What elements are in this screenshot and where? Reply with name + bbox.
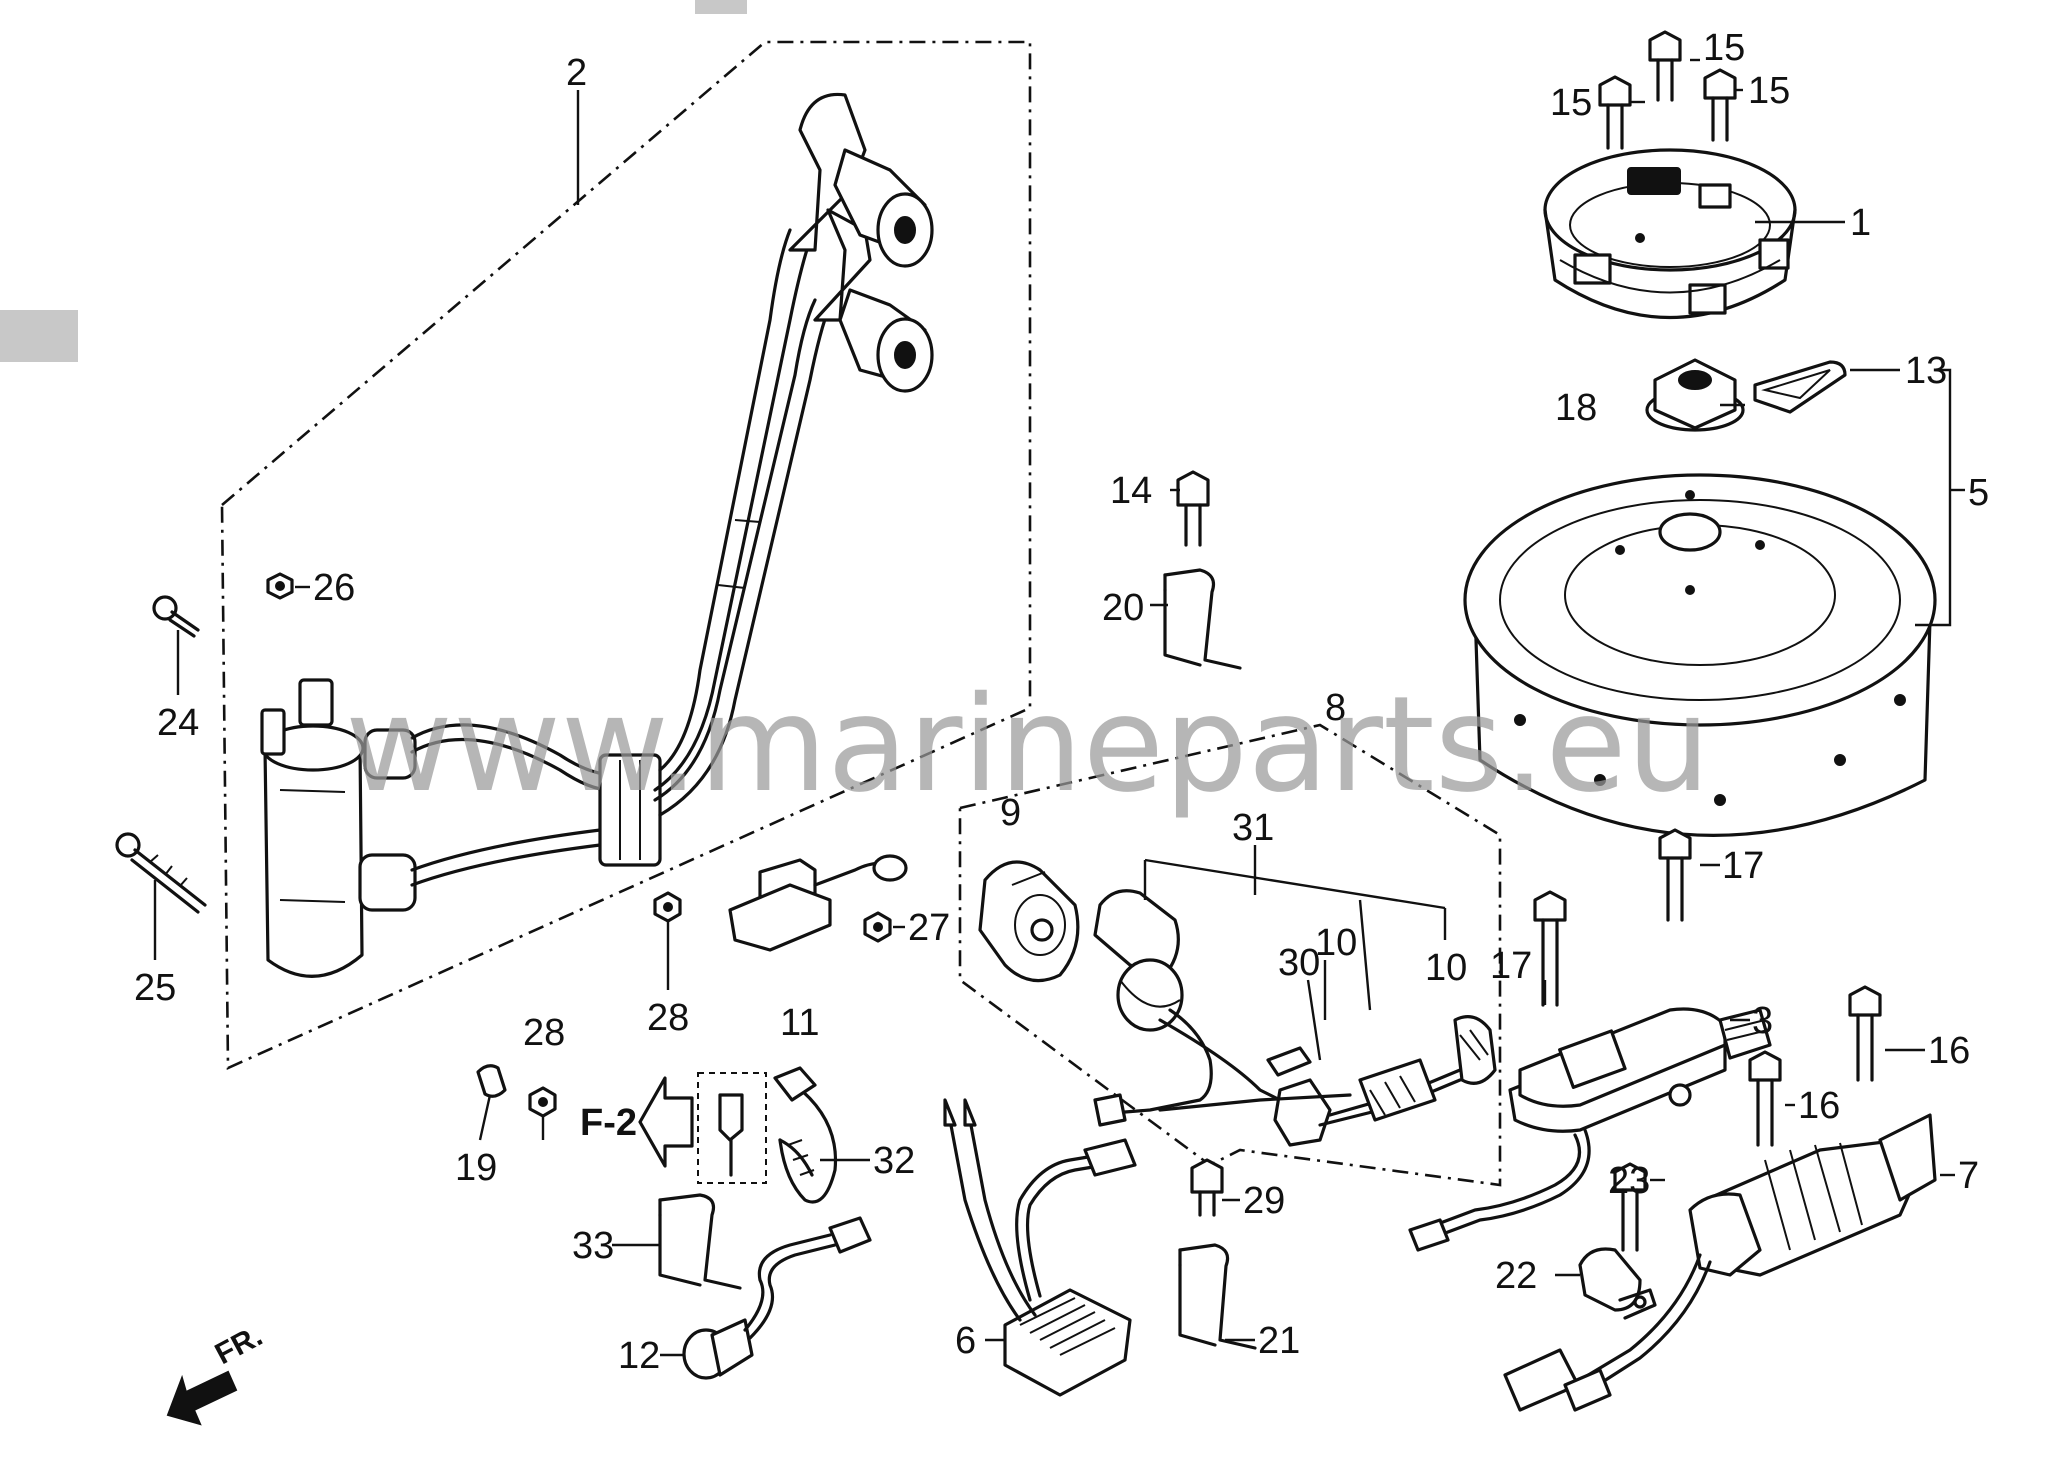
bolt-23[interactable] <box>1613 1162 1647 1252</box>
callout-31: 31 <box>1232 807 1274 849</box>
key-13[interactable] <box>1753 360 1847 414</box>
nut-28-upper[interactable] <box>653 891 682 923</box>
callout-29: 29 <box>1243 1180 1285 1222</box>
callout-8: 8 <box>1325 687 1346 729</box>
callout-1: 1 <box>1850 202 1871 244</box>
bolt-16-lower[interactable] <box>1748 1050 1782 1147</box>
callout-33: 33 <box>572 1225 614 1267</box>
flywheel-5[interactable] <box>1463 473 1937 837</box>
charge-coil-7[interactable] <box>1503 1113 1937 1412</box>
nut-28-lower[interactable] <box>528 1086 557 1118</box>
ignition-coil-group-frame <box>220 40 1032 1070</box>
bolt-25[interactable] <box>115 832 207 914</box>
callout-10-right: 10 <box>1425 947 1467 989</box>
callout-21: 21 <box>1258 1320 1300 1362</box>
bolt-16-upper[interactable] <box>1848 985 1882 1082</box>
grommet-9[interactable] <box>978 860 1080 983</box>
connector-11[interactable] <box>728 854 908 952</box>
callout-15-left: 15 <box>1550 82 1592 124</box>
callout-14: 14 <box>1110 470 1152 512</box>
nut-26[interactable] <box>266 572 294 600</box>
callout-32: 32 <box>873 1140 915 1182</box>
cdi-unit-3[interactable] <box>1408 1007 1772 1252</box>
callout-numbers: 2 1 15 15 15 18 13 5 14 20 26 24 25 28 2… <box>134 27 1989 1377</box>
callout-24: 24 <box>157 702 199 744</box>
callout-22: 22 <box>1495 1255 1537 1297</box>
callout-17-lower: 17 <box>1490 945 1532 987</box>
front-direction-arrow: FR. <box>166 1319 268 1426</box>
gray-top-block <box>695 0 747 14</box>
bolt-15-top[interactable] <box>1648 30 1682 102</box>
clamp-20[interactable] <box>1163 568 1242 670</box>
pulser-assembly-31[interactable] <box>1093 889 1497 1147</box>
callout-7: 7 <box>1958 1155 1979 1197</box>
callout-18: 18 <box>1555 387 1597 429</box>
callout-2: 2 <box>566 52 587 94</box>
callout-13: 13 <box>1905 350 1947 392</box>
clip-32[interactable] <box>773 1066 838 1204</box>
callout-23: 23 <box>1608 1160 1650 1202</box>
callout-11: 11 <box>780 1002 819 1044</box>
callout-12: 12 <box>618 1335 660 1377</box>
callout-19: 19 <box>455 1147 497 1189</box>
watermark: www.marineparts.eu <box>345 668 1710 822</box>
leader-lines <box>153 58 1965 1357</box>
callout-16-upper: 16 <box>1928 1030 1970 1072</box>
bolt-15-right[interactable] <box>1703 68 1737 142</box>
callout-25: 25 <box>134 967 176 1009</box>
bolt-24[interactable] <box>152 595 200 638</box>
bolt-17-lower[interactable] <box>1533 890 1567 1007</box>
callout-16-lower: 16 <box>1798 1085 1840 1127</box>
callout-3: 3 <box>1752 1000 1773 1042</box>
collar-30[interactable] <box>1266 1046 1312 1077</box>
gray-margin-block <box>0 310 78 362</box>
callout-26: 26 <box>313 567 355 609</box>
clamp-21[interactable] <box>1178 1243 1257 1350</box>
clamp-33[interactable] <box>658 1193 742 1290</box>
callout-28-upper: 28 <box>647 997 689 1039</box>
starter-cup-1[interactable] <box>1543 148 1797 319</box>
bolt-14[interactable] <box>1176 470 1210 547</box>
fr-label: FR. <box>210 1319 268 1371</box>
callout-f2: F-2 <box>580 1102 637 1144</box>
collar-19[interactable] <box>476 1064 507 1098</box>
nut-27[interactable] <box>863 911 892 943</box>
bolt-17-upper[interactable] <box>1658 828 1692 922</box>
callout-9: 9 <box>1000 792 1021 834</box>
clamp-22[interactable] <box>1578 1247 1657 1320</box>
callout-20: 20 <box>1102 587 1144 629</box>
bolt-29[interactable] <box>1190 1158 1224 1217</box>
nut-18[interactable] <box>1645 358 1745 432</box>
ignition-coil-assembly[interactable] <box>260 92 934 978</box>
callout-6: 6 <box>955 1320 976 1362</box>
bolt-15-left[interactable] <box>1598 75 1632 150</box>
callout-15-right: 15 <box>1748 70 1790 112</box>
f2-reference <box>638 1072 767 1184</box>
callout-10-left: 10 <box>1315 922 1357 964</box>
callout-17-upper: 17 <box>1722 845 1764 887</box>
callout-5: 5 <box>1968 472 1989 514</box>
callout-27: 27 <box>908 907 950 949</box>
switch-12[interactable] <box>682 1216 872 1380</box>
callout-15-top: 15 <box>1703 27 1745 69</box>
pulser-group-frame <box>958 723 1502 1187</box>
rectifier-regulator-6[interactable] <box>943 1098 1137 1397</box>
callout-28-lower: 28 <box>523 1012 565 1054</box>
callout-30: 30 <box>1278 942 1320 984</box>
